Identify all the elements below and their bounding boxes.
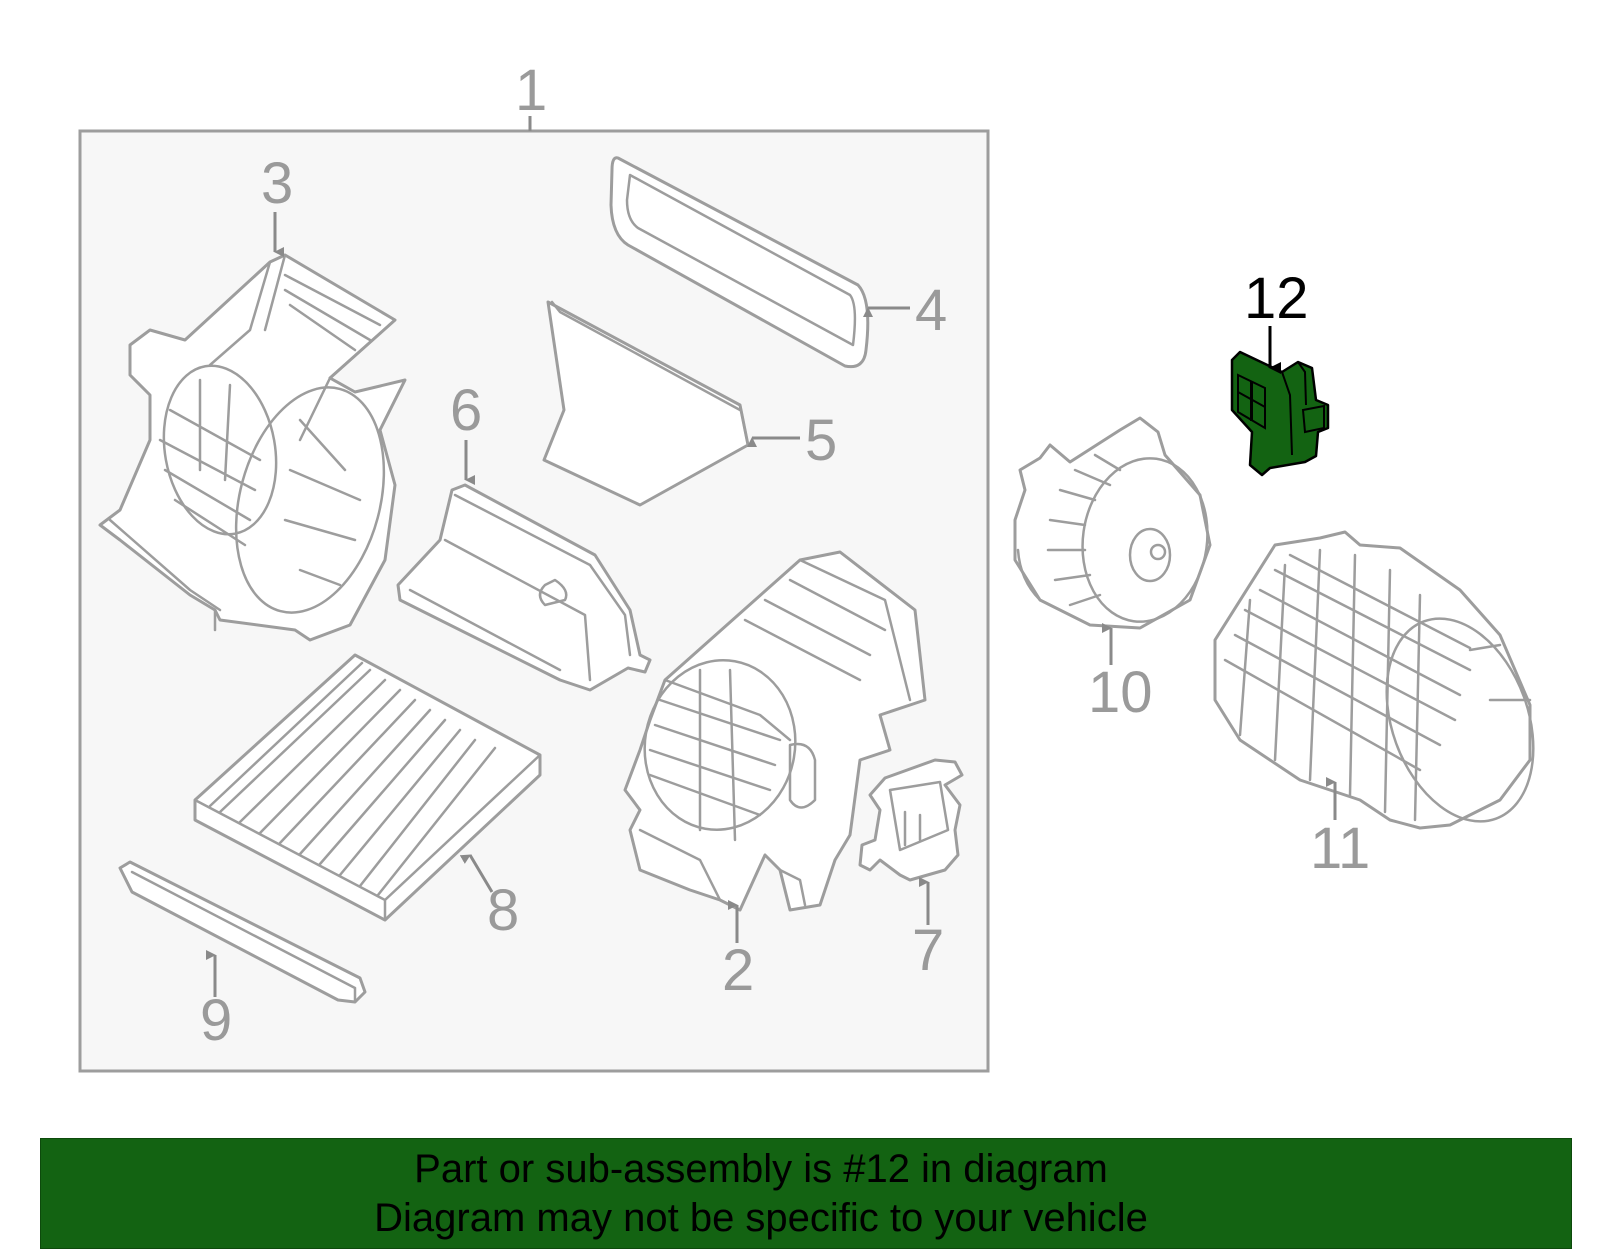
callout-12: 12 xyxy=(1244,266,1309,331)
callout-2: 2 xyxy=(722,938,754,1003)
callout-10: 10 xyxy=(1088,660,1153,725)
callout-11: 11 xyxy=(1310,816,1370,881)
banner-line-2: Diagram may not be specific to your vehi… xyxy=(374,1196,1148,1240)
callout-7: 7 xyxy=(912,918,944,983)
part-12-blower-resistor[interactable] xyxy=(1230,350,1330,477)
callout-1: 1 xyxy=(515,58,547,123)
notice-banner: Part or sub-assembly is #12 in diagram D… xyxy=(40,1138,1572,1249)
leader-8 xyxy=(459,854,494,893)
callout-4: 4 xyxy=(915,278,947,343)
callout-6: 6 xyxy=(450,378,482,443)
part-2-main-case[interactable] xyxy=(623,550,927,912)
part-8-cabin-filter[interactable] xyxy=(193,653,542,922)
callout-9: 9 xyxy=(200,988,232,1053)
part-3-blower-housing[interactable] xyxy=(98,253,407,642)
callout-3: 3 xyxy=(261,151,293,216)
part-6-case-half[interactable] xyxy=(396,483,652,692)
part-5-panel[interactable] xyxy=(542,300,750,507)
callout-8: 8 xyxy=(487,878,519,943)
part-10-blower-motor[interactable] xyxy=(1013,416,1218,630)
part-11-fan-wheel[interactable] xyxy=(1213,530,1560,842)
callout-5: 5 xyxy=(805,408,837,473)
part-9-strip[interactable] xyxy=(118,860,367,1004)
part-7-actuator[interactable] xyxy=(858,758,964,882)
banner-line-1: Part or sub-assembly is #12 in diagram xyxy=(414,1147,1108,1191)
